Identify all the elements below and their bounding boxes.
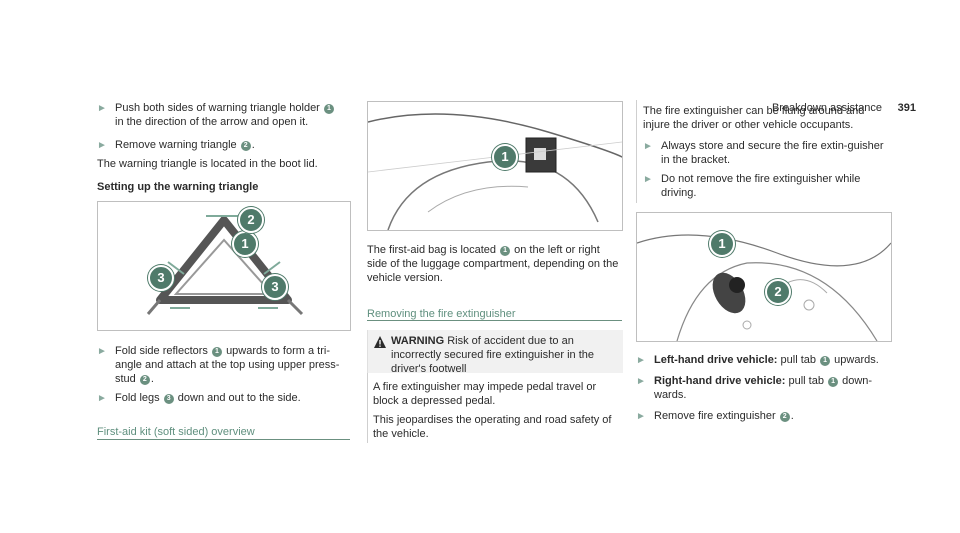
section-heading-setup: Setting up the warning triangle (97, 181, 259, 193)
footwell-illustration (637, 234, 891, 341)
step-left-hand-drive: ► Left-hand drive vehicle: pull tab 1 up… (636, 354, 879, 366)
warning-continuation: The fire extinguisher can be flung aroun… (643, 105, 865, 131)
callout-number: 1 (323, 104, 334, 114)
warning-body-1: A fire extinguisher may impede pedal tra… (373, 381, 597, 407)
step-fold-reflectors: ► Fold side reflectors 1 upwards to form… (97, 345, 340, 385)
section-link-remove-extinguisher[interactable]: Removing the fire extinguisher (367, 308, 516, 320)
bullet-arrow-icon: ► (643, 141, 653, 152)
fire-extinguisher-figure: 1 2 (636, 212, 892, 342)
section-rule (97, 439, 350, 440)
warning-box-border (367, 373, 368, 443)
figure-callout-1: 1 (232, 231, 258, 257)
callout-number: 1 (828, 377, 839, 387)
callout-number: 1 (820, 356, 831, 366)
callout-number: 2 (779, 412, 790, 422)
figure-callout-1: 1 (709, 231, 735, 257)
figure-callout-2: 2 (238, 207, 264, 233)
warning-bullet-do-not-remove: ► Do not remove the fire extinguisher wh… (643, 173, 861, 199)
warning-title: WARNING Risk of accident due to an incor… (391, 335, 594, 375)
figure-callout-1: 1 (492, 144, 518, 170)
bullet-arrow-icon: ► (97, 103, 107, 114)
running-header: Breakdown assistance (771, 102, 882, 114)
figure-callout-3-right: 3 (262, 274, 288, 300)
bullet-arrow-icon: ► (97, 140, 107, 151)
step-right-hand-drive: ► Right-hand drive vehicle: pull tab 1 d… (636, 375, 873, 401)
callout-number: 2 (139, 375, 150, 385)
step-push-holder: ► Push both sides of warning triangle ho… (97, 101, 350, 131)
bullet-arrow-icon: ► (97, 393, 107, 404)
callout-number: 1 (500, 246, 511, 256)
triangle-location-note: The warning triangle is located in the b… (97, 158, 318, 170)
step-remove-extinguisher: ► Remove fire extinguisher 2. (636, 410, 794, 422)
luggage-compartment-illustration (368, 113, 622, 230)
warning-box-border (636, 100, 637, 203)
step-remove-triangle: ► Remove warning triangle 2. (97, 139, 255, 151)
bullet-arrow-icon: ► (97, 346, 107, 357)
section-link-first-aid-overview[interactable]: First-aid kit (soft sided) overview (97, 426, 255, 438)
warning-triangle-figure: 1 2 3 3 (97, 201, 351, 331)
callout-number: 1 (212, 347, 222, 357)
warning-triangle-illustration (146, 215, 304, 316)
bullet-arrow-icon: ► (636, 411, 646, 422)
bullet-arrow-icon: ► (636, 376, 646, 387)
figure-callout-2: 2 (765, 279, 791, 305)
first-aid-bag-figure: 1 (367, 101, 623, 231)
first-aid-location-text: The first-aid bag is located 1 on the le… (367, 244, 619, 284)
warning-bullet-store: ► Always store and secure the fire extin… (643, 140, 884, 166)
callout-number: 2 (240, 141, 251, 151)
warning-body-2: This jeopardises the operating and road … (373, 414, 612, 440)
bullet-arrow-icon: ► (643, 174, 653, 185)
figure-callout-3-left: 3 (148, 265, 174, 291)
section-rule (367, 320, 622, 321)
step-fold-legs: ► Fold legs 3 down and out to the side. (97, 392, 301, 404)
page-number: 391 (897, 102, 916, 114)
bullet-arrow-icon: ► (636, 355, 646, 366)
warning-header-box (367, 330, 623, 373)
callout-number: 3 (163, 394, 174, 404)
warning-triangle-icon (373, 335, 387, 349)
